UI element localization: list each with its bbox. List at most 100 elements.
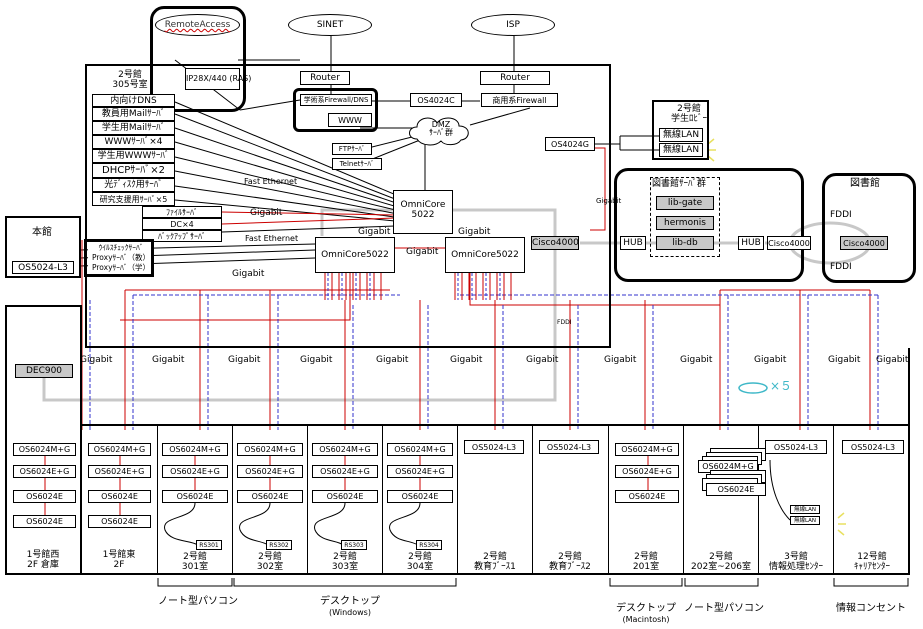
switch-label: OS6024M+G <box>18 445 71 454</box>
column-divider <box>833 426 834 575</box>
switch-os4024c: OS4024C <box>410 93 462 107</box>
switch-os6024eg: OS6024E+G <box>13 465 76 478</box>
buildings-divider <box>80 424 910 426</box>
server-item: 光ﾃﾞｨｽｸ用ｻｰﾊﾞ <box>92 178 175 192</box>
honkan-frame <box>5 216 81 278</box>
building-name-line2: 303室 <box>331 562 359 573</box>
switch-os6024eg: OS6024E+G <box>312 465 378 478</box>
switch-os6024e: OS6024E <box>13 515 76 528</box>
building-name-line2: ｷｬﾘｱｾﾝﾀｰ <box>853 562 890 573</box>
switch-os5024-l3: OS5024-L3 <box>464 440 524 454</box>
column-divider <box>232 426 233 575</box>
building-name-line2: 情報処理ｾﾝﾀｰ <box>768 562 823 573</box>
firewall-commercial-label: 商用系Firewall <box>492 96 547 105</box>
building-name: 2号館 302室 <box>233 552 307 573</box>
switch-label: OS6024M+G <box>702 462 754 471</box>
server-lib-db: lib-db <box>656 236 714 250</box>
building2-title: 2号館 305号室 <box>110 70 150 91</box>
group-label: デスクトップ (Macintosh) <box>608 603 684 624</box>
file-server-label: DC×4 <box>170 220 194 229</box>
switch-os5024-l3: OS5024-L3 <box>842 440 904 454</box>
library-frame <box>822 173 916 283</box>
switch-os4024c-label: OS4024C <box>417 96 455 105</box>
server-label: 光ﾃﾞｨｽｸ用ｻｰﾊﾞ <box>104 180 163 190</box>
telnet-server: Telnetｻｰﾊﾞ <box>332 158 382 170</box>
switch-os6024e: OS6024E <box>88 515 151 528</box>
switch-label: OS6024E <box>26 517 63 526</box>
router-sinet-label: Router <box>310 73 340 83</box>
building-name-line1: 2号館 <box>709 552 733 562</box>
column-divider <box>608 426 609 575</box>
proxy-server-stack: ｳｲﾙｽﾁｪｯｸｻｰﾊﾞ Proxyｻｰﾊﾞ（教） Proxyｻｰﾊﾞ（学） <box>88 243 154 273</box>
switch-label: OS6024E+G <box>320 467 370 476</box>
gigabit-label: Gigabit <box>458 227 491 237</box>
switch-label: OS6024E <box>101 492 138 501</box>
remote-access-label: RemoteAccess <box>164 20 231 30</box>
switch-os6024eg: OS6024E+G <box>237 465 303 478</box>
omnicore-main: OmniCore 5022 <box>393 190 453 234</box>
server-item: DHCPｻｰﾊﾞ×2 <box>92 163 175 178</box>
dec900: DEC900 <box>15 364 73 378</box>
building-name: 2号館 301室 <box>158 552 232 573</box>
gigabit-label: Gigabit <box>228 355 261 365</box>
rs-label: RS302 <box>269 542 289 549</box>
wlan-ap: 無線LAN <box>790 505 820 514</box>
dmz-label-line2: ｻｰﾊﾞ群 <box>429 128 453 138</box>
server-label: DHCPｻｰﾊﾞ×2 <box>102 165 165 176</box>
switch-os4024g: OS4024G <box>545 137 595 151</box>
sinet-node: SINET <box>288 14 372 36</box>
stack-links <box>44 456 649 515</box>
router-isp: Router <box>480 71 550 85</box>
dmz-cloud: DMZ ｻｰﾊﾞ群 <box>405 113 475 147</box>
fddi-label: FDDI <box>830 262 852 272</box>
building-name-line2: 教育ﾌﾞｰｽ1 <box>474 562 516 573</box>
wlan-ap-2: 無線LAN <box>659 143 703 157</box>
building-name: 2号館 教育ﾌﾞｰｽ2 <box>533 552 607 573</box>
server-lib-db-label: lib-db <box>672 238 698 248</box>
gigabit-label: Gigabit <box>604 355 637 365</box>
building-name: 12号館 ｷｬﾘｱｾﾝﾀｰ <box>834 552 910 573</box>
switch-honkan: OS5024-L3 <box>12 261 74 274</box>
building-name-line2: 301室 <box>181 562 209 573</box>
file-server-item: ﾊﾞｯｸｱｯﾌﾟｻｰﾊﾞ <box>142 230 222 242</box>
switch-label: OS6024M+G <box>244 445 296 454</box>
column-divider <box>457 426 458 575</box>
gigabit-label: Gigabit <box>406 247 439 257</box>
switch-label: OS6024E+G <box>622 467 672 476</box>
switch-os6024mg: OS6024M+G <box>162 443 228 456</box>
building-name: 2号館 202室~206室 <box>684 552 758 573</box>
building-name: 3号館 情報処理ｾﾝﾀｰ <box>759 552 833 573</box>
building-name-line1: 2号館 <box>408 552 432 562</box>
rs-terminal: RS302 <box>266 540 292 550</box>
column-divider <box>157 426 158 575</box>
switch-label: OS6024E <box>176 492 214 501</box>
server-item: 教員用Mailｻｰﾊﾞ <box>92 107 175 121</box>
fddi-small-label: FDDI <box>557 319 572 326</box>
proxy-server-item: Proxyｻｰﾊﾞ（学） <box>88 263 154 273</box>
server-item: 内向けDNS <box>92 94 175 107</box>
sinet-label: SINET <box>316 20 344 30</box>
switch-label: OS5024-L3 <box>850 443 896 452</box>
building-name-line1: 1号館西 <box>26 550 60 560</box>
switch-label: OS6024E <box>26 492 63 501</box>
group-label-main: デスクトップ <box>320 596 380 607</box>
column-divider <box>532 426 533 575</box>
hub-label: HUB <box>741 238 761 248</box>
building-name-line2: 302室 <box>256 562 284 573</box>
group-label: ノート型パソコン <box>684 603 764 615</box>
switch-label: OS6024E <box>401 492 439 501</box>
fast-ethernet-label: Fast Ethernet <box>244 177 298 186</box>
building-name: 1号館西 2F 倉庫 <box>8 550 78 571</box>
group-label: デスクトップ (Windows) <box>300 596 400 617</box>
cisco-library-servers: Cisco4000 <box>767 236 811 250</box>
library-servers-group <box>650 177 720 257</box>
gigabit-label: Gigabit <box>376 355 409 365</box>
gigabit-label: Gigabit <box>300 355 333 365</box>
switch-os6024mg: OS6024M+G <box>88 443 151 456</box>
rs-terminal: RS303 <box>341 540 367 550</box>
server-item: 学生用WWWｻｰﾊﾞ <box>92 149 175 163</box>
switch-label: OS6024M+G <box>93 445 146 454</box>
switch-label: OS6024E+G <box>395 467 445 476</box>
switch-os6024mg: OS6024M+G <box>615 443 679 456</box>
